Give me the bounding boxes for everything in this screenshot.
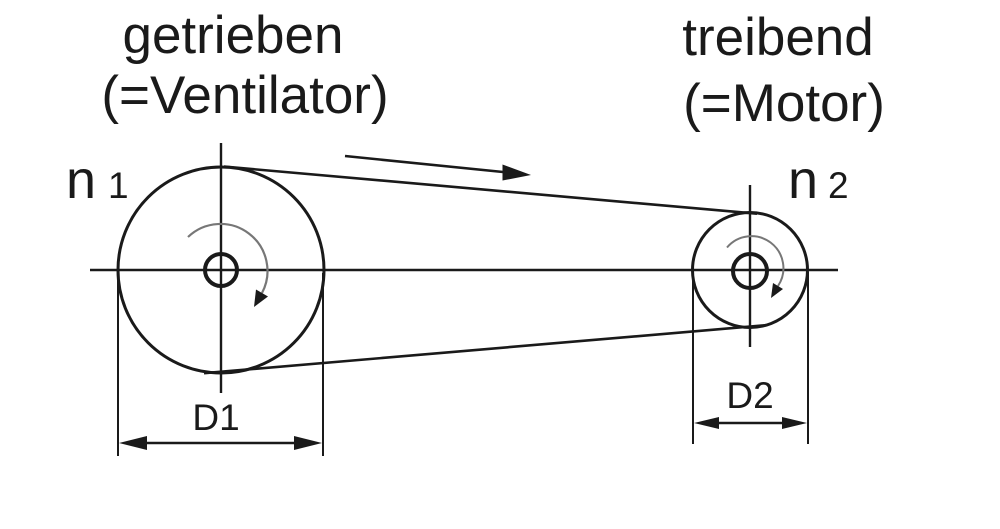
driven-caption-line1: getrieben bbox=[122, 6, 343, 65]
driving-caption-line2: (=Motor) bbox=[683, 74, 885, 133]
left-rotation-arc bbox=[187, 222, 269, 294]
n1-index: 1 bbox=[108, 165, 129, 206]
belt-direction-arrow-head bbox=[502, 164, 531, 181]
right-rotation-arrow-head bbox=[771, 283, 783, 298]
d1-label: D1 bbox=[192, 397, 239, 438]
n1-symbol: n bbox=[66, 150, 96, 210]
d1-arrow-head-left bbox=[119, 436, 147, 450]
d2-arrow-head-left bbox=[694, 417, 719, 429]
n2-symbol: n bbox=[788, 150, 818, 210]
right-rotation-arrow-icon bbox=[726, 235, 785, 298]
belt-direction-arrow-icon bbox=[344, 154, 531, 181]
d2-dimension: D2 bbox=[692, 272, 809, 444]
belt-bottom-run bbox=[203, 323, 767, 375]
n2-index: 2 bbox=[828, 165, 849, 206]
driven-caption-line2: (=Ventilator) bbox=[101, 66, 388, 125]
d1-arrow-head-right bbox=[294, 436, 322, 450]
d2-label: D2 bbox=[726, 375, 773, 416]
driving-pulley-hub bbox=[731, 252, 769, 290]
belt-direction-arrow-shaft bbox=[344, 154, 509, 174]
d1-dimension: D1 bbox=[117, 273, 324, 456]
left-rotation-arrow-icon bbox=[187, 222, 269, 307]
right-rotation-arc bbox=[726, 235, 785, 287]
driven-pulley-hub bbox=[203, 252, 239, 288]
left-rotation-arrow-head bbox=[254, 289, 268, 307]
d2-arrow-head-right bbox=[782, 417, 807, 429]
belt-top-run bbox=[223, 165, 758, 215]
driving-caption-line1: treibend bbox=[682, 8, 874, 67]
